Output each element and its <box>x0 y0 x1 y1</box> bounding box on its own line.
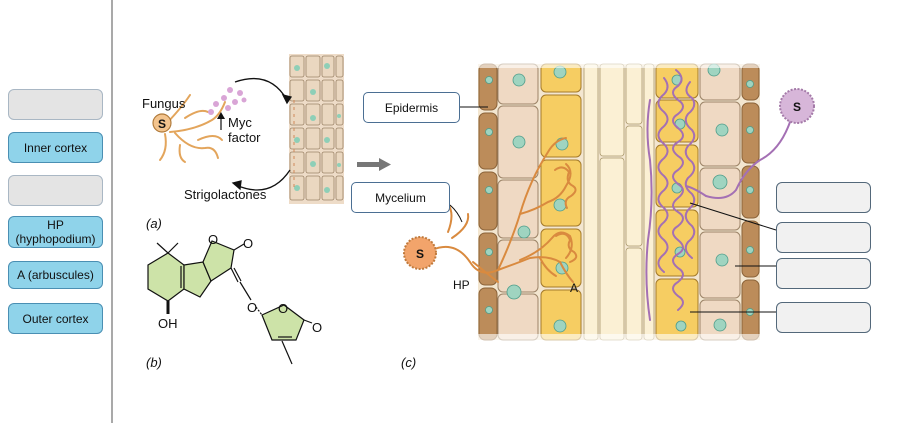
bank-item-empty-2[interactable] <box>8 175 103 206</box>
panel-a-root-strip <box>289 54 344 204</box>
panel-c-tag: (c) <box>401 355 416 370</box>
drop-target-2[interactable] <box>776 222 871 253</box>
panel-a-fungus <box>159 94 226 163</box>
bank-item-arbuscules[interactable]: A (arbuscules) <box>8 261 103 289</box>
epidermis-callout: Epidermis <box>363 92 460 123</box>
ether-oxygen: O <box>247 300 257 315</box>
svg-text:S: S <box>793 100 801 114</box>
transition-arrow <box>357 158 391 171</box>
myc-factor-arrow <box>217 112 225 130</box>
carbonyl-oxygen-2: O <box>312 320 322 335</box>
ring-oxygen-2: O <box>278 301 288 316</box>
svg-text:S: S <box>416 247 424 261</box>
right-spore: S <box>779 88 815 124</box>
leader-lines <box>449 106 777 313</box>
fungus-label: Fungus <box>142 96 186 111</box>
panel-a-signal-arrows <box>231 78 293 191</box>
divider <box>111 0 113 423</box>
mycelium-callout: Mycelium <box>351 182 450 213</box>
panel-a-tag: (a) <box>146 216 162 231</box>
panel-a-spore: S <box>152 113 172 133</box>
myc-label: Myc <box>228 115 252 130</box>
drop-target-3[interactable] <box>776 258 871 289</box>
ring-oxygen-1: O <box>208 232 218 247</box>
factor-label: factor <box>228 130 261 145</box>
hp-label: HP <box>453 278 470 292</box>
bank-item-hyphopodium[interactable]: HP (hyphopodium) <box>8 216 103 248</box>
svg-text:S: S <box>158 117 166 131</box>
purple-mycelium <box>645 69 791 321</box>
left-spore: S <box>403 236 437 270</box>
bank-item-empty-1[interactable] <box>8 89 103 120</box>
strigolactone-structure <box>147 240 313 365</box>
drop-target-4[interactable] <box>776 302 871 333</box>
strigolactones-label: Strigolactones <box>184 187 267 202</box>
panel-a-myc-dots <box>208 87 247 115</box>
drop-target-1[interactable] <box>776 182 871 213</box>
oh-label: OH <box>158 316 178 331</box>
panel-b-tag: (b) <box>146 355 162 370</box>
a-label: A <box>570 281 578 295</box>
carbonyl-oxygen-1: O <box>243 236 253 251</box>
bank-item-inner-cortex[interactable]: Inner cortex <box>8 132 103 163</box>
bank-item-outer-cortex[interactable]: Outer cortex <box>8 303 103 334</box>
root-cross-section <box>478 56 760 344</box>
